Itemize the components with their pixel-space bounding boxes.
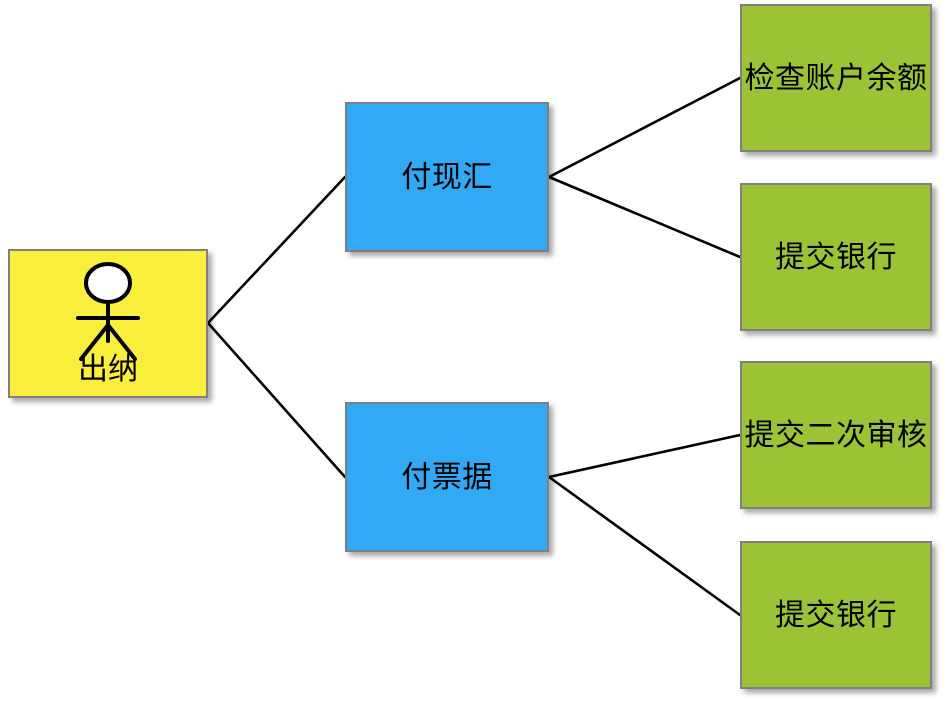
task-node-submit-second-review[interactable]: 提交二次审核 [740,361,932,509]
edge-pay-cash-to-submit-bank [547,175,742,259]
task-node-submit-to-bank-1[interactable]: 提交银行 [740,183,932,331]
task-node-label: 提交二次审核 [744,417,928,453]
stick-figure-actor-icon [76,262,140,361]
task-node-label: 提交银行 [775,597,897,633]
process-node-pay-bill[interactable]: 付票据 [345,402,549,552]
process-node-label: 付现汇 [401,159,493,195]
task-node-check-account-balance[interactable]: 检查账户余额 [740,4,932,152]
actor-node-cashier[interactable]: 出纳 [8,249,208,398]
task-node-label: 检查账户余额 [744,60,928,96]
edge-pay-cash-to-check-balance [547,76,742,179]
task-node-submit-to-bank-2[interactable]: 提交银行 [740,541,932,689]
edge-actor-to-pay-cash [206,175,347,325]
edge-pay-bill-to-submit-bank [547,475,742,617]
actor-label: 出纳 [78,352,138,387]
process-node-label: 付票据 [401,459,493,495]
actor-inner: 出纳 [10,251,206,396]
edge-pay-bill-to-second-review [547,433,742,479]
edge-actor-to-pay-bill [206,321,347,479]
process-node-pay-cash-remittance[interactable]: 付现汇 [345,102,549,252]
task-node-label: 提交银行 [775,239,897,275]
